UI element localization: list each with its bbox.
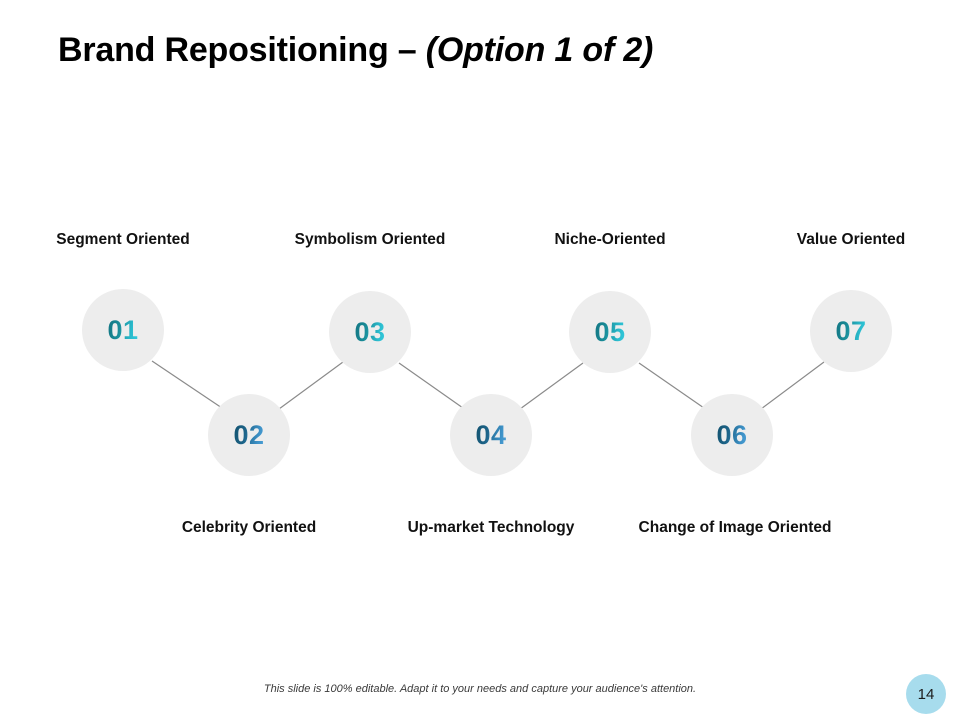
page-number-badge: 14 [906,674,946,714]
connector-line-05-06 [638,362,705,409]
connector-line-02-03 [278,361,344,410]
node-number-02: 02 [233,419,265,450]
node-number-03: 03 [354,316,386,347]
process-node-03[interactable]: 03 [329,291,411,373]
process-node-06[interactable]: 06 [691,394,773,476]
node-number-05: 05 [594,316,626,347]
process-node-05[interactable]: 05 [569,291,651,373]
page-title-main: Brand Repositioning – [58,31,426,69]
node-label-niche-oriented: Niche-Oriented [554,231,666,248]
node-label-change-of-image-oriented: Change of Image Oriented [638,519,832,536]
node-number-06: 06 [716,419,748,450]
node-number-07: 07 [835,315,867,346]
node-number-04: 04 [475,419,507,450]
footer-note: This slide is 100% editable. Adapt it to… [263,683,697,695]
node-label-symbolism-oriented: Symbolism Oriented [294,231,446,248]
node-label-segment-oriented: Segment Oriented [56,231,190,248]
node-label-up-market-technology: Up-market Technology [407,519,575,536]
process-node-07[interactable]: 07 [810,290,892,372]
process-node-01[interactable]: 01 [82,289,164,371]
page-title: Brand Repositioning – (Option 1 of 2) [58,28,653,72]
node-label-celebrity-oriented: Celebrity Oriented [181,519,317,536]
connector-line-06-07 [760,361,825,410]
page-title-sub: (Option 1 of 2) [425,31,654,69]
process-node-02[interactable]: 02 [208,394,290,476]
connector-line-03-04 [398,362,464,409]
connector-line-01-02 [151,360,223,409]
process-node-04[interactable]: 04 [450,394,532,476]
node-label-value-oriented: Value Oriented [796,231,906,248]
connector-line-04-05 [519,362,584,410]
node-number-01: 01 [107,314,139,345]
